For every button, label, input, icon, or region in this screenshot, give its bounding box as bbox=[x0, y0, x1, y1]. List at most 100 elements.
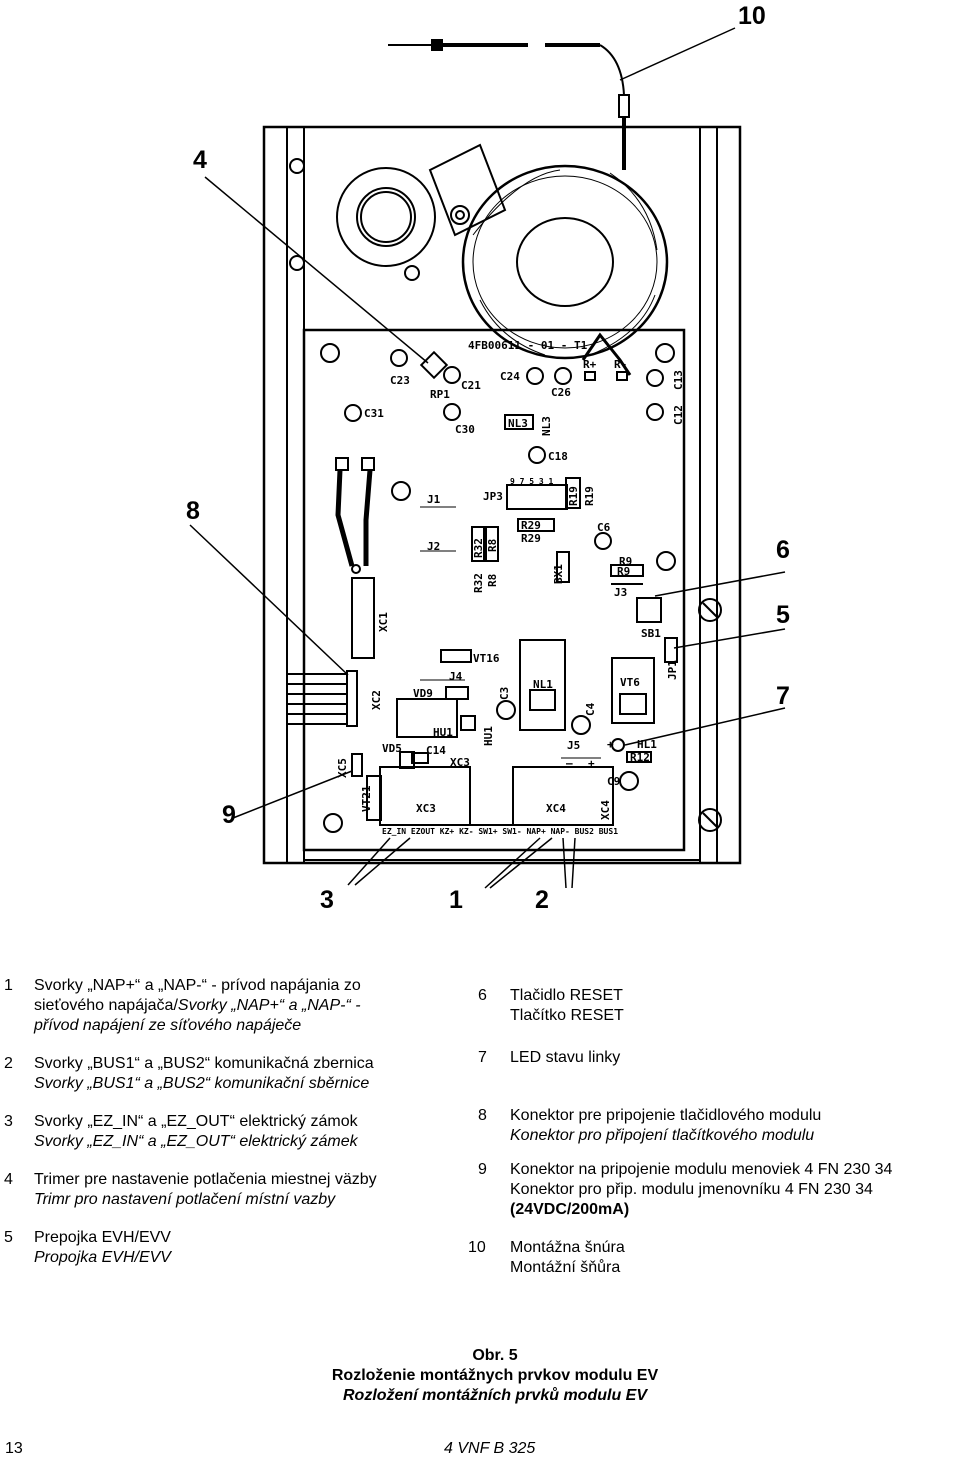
label-c9: C9 bbox=[607, 775, 620, 788]
label-xc5: XC5 bbox=[336, 758, 349, 778]
label-vd5: VD5 bbox=[382, 742, 402, 755]
legend-right: 6 Tlačidlo RESET Tlačítko RESET 7 LED st… bbox=[468, 986, 958, 1296]
label-r9: R9 bbox=[617, 565, 630, 578]
label-c26: C26 bbox=[551, 386, 571, 399]
legend-text-cz-cont: přívod napájení ze síťového napáječe bbox=[34, 1017, 302, 1034]
legend-num: 6 bbox=[478, 987, 487, 1004]
label-r-minus: R- bbox=[614, 358, 627, 371]
callouts: 10 4 8 6 5 7 9 3 1 2 bbox=[186, 2, 790, 914]
leader-lines bbox=[189, 27, 786, 889]
label-r19: R19 bbox=[583, 486, 596, 506]
legend-text-sk: Konektor na pripojenie modulu menoviek 4… bbox=[510, 1161, 893, 1178]
label-rp1: RP1 bbox=[430, 388, 450, 401]
label-xc2: XC2 bbox=[370, 690, 383, 710]
legend-text-sk-cont: sieťového napájača/ bbox=[34, 997, 178, 1014]
legend-num: 7 bbox=[478, 1049, 487, 1066]
label-r8-box: R8 bbox=[486, 539, 499, 552]
page-number: 13 bbox=[5, 1440, 23, 1457]
figure-number: Obr. 5 bbox=[472, 1347, 518, 1364]
label-c13: C13 bbox=[672, 370, 685, 390]
legend-num: 5 bbox=[4, 1229, 13, 1246]
callout-2: 2 bbox=[535, 886, 549, 914]
label-bx1: BX1 bbox=[552, 564, 565, 584]
callout-5: 5 bbox=[776, 601, 790, 629]
legend-num: 3 bbox=[4, 1113, 13, 1130]
legend-num: 10 bbox=[468, 1239, 486, 1256]
legend-text-cz: Svorky „BUS1“ a „BUS2“ komunikační sběrn… bbox=[34, 1075, 370, 1092]
label-c23: C23 bbox=[390, 374, 410, 387]
callout-7: 7 bbox=[776, 682, 790, 710]
legend-text-sk: Tlačidlo RESET bbox=[510, 987, 623, 1004]
legend-text-cz: Svorky „EZ_IN“ a „EZ_OUT“ elektrický zám… bbox=[34, 1133, 358, 1150]
legend-text-sk: Prepojka EVH/EVV bbox=[34, 1229, 171, 1246]
label-jp3: JP3 bbox=[483, 490, 503, 503]
legend-text-cz: Konektor pro přip. modulu jmenovníku 4 F… bbox=[510, 1181, 873, 1198]
pcb-labels: 4FB00611 - 01 - T1 C23 RP1 C21 C24 C26 R… bbox=[336, 339, 685, 836]
label-jp3-pins: 9 7 5 3 1 bbox=[510, 477, 554, 486]
legend-text-cz: Propojka EVH/EVV bbox=[34, 1249, 171, 1266]
label-hu1: HU1 bbox=[433, 726, 453, 739]
housing bbox=[262, 125, 742, 865]
label-c3: C3 bbox=[498, 687, 511, 700]
legend-num: 1 bbox=[4, 977, 13, 994]
label-r9-box: R9 bbox=[619, 555, 632, 568]
figure-caption: Obr. 5 Rozloženie montážnych prvkov modu… bbox=[0, 1346, 960, 1406]
terminal-labels: EZ_IN EZOUT KZ+ KZ- SW1+ SW1- NAP+ NAP- … bbox=[382, 827, 618, 836]
label-xc1: XC1 bbox=[377, 612, 390, 632]
legend-text-sk: Svorky „EZ_IN“ a „EZ_OUT“ elektrický zám… bbox=[34, 1113, 358, 1130]
label-xc3: XC3 bbox=[416, 802, 436, 815]
label-sb1: SB1 bbox=[641, 627, 661, 640]
legend-text-sk: Svorky „NAP+“ a „NAP-“ - prívod napájani… bbox=[34, 977, 361, 994]
label-nl3: NL3 bbox=[540, 416, 553, 436]
label-hl1-plus: + bbox=[607, 738, 614, 751]
label-hu1-vertical: HU1 bbox=[482, 726, 495, 746]
legend-text-sk: LED stavu linky bbox=[510, 1049, 621, 1066]
label-c12: C12 bbox=[672, 405, 685, 425]
label-c6: C6 bbox=[597, 521, 611, 534]
label-jp1: JP1 bbox=[666, 660, 679, 680]
label-c18: C18 bbox=[548, 450, 568, 463]
label-r12: R12 bbox=[630, 751, 650, 764]
label-c21: C21 bbox=[461, 379, 481, 392]
callout-10: 10 bbox=[738, 2, 766, 30]
board-id: 4FB00611 - 01 - T1 bbox=[468, 339, 588, 352]
legend-item-1: 1 Svorky „NAP+“ a „NAP-“ - prívod napája… bbox=[4, 976, 454, 1036]
label-r32: R32 bbox=[472, 573, 485, 593]
callout-6: 6 bbox=[776, 536, 790, 564]
legend-text-sk: Trimer pre nastavenie potlačenia miestne… bbox=[34, 1171, 377, 1188]
legend-item-10: 10 Montážna šnúra Montážní šňůra bbox=[468, 1238, 958, 1278]
legend-text-cz: Svorky „NAP+“ a „NAP-“ - bbox=[177, 997, 361, 1014]
legend-item-9: 9 Konektor na pripojenie modulu menoviek… bbox=[470, 1160, 958, 1220]
label-j1: J1 bbox=[427, 493, 441, 506]
legend-item-5: 5 Prepojka EVH/EVV Propojka EVH/EVV bbox=[4, 1228, 454, 1268]
legend-text-cz: Montážní šňůra bbox=[510, 1259, 621, 1276]
label-c14: C14 bbox=[426, 744, 446, 757]
legend-text-sk: Svorky „BUS1“ a „BUS2“ komunikačná zbern… bbox=[34, 1055, 374, 1072]
label-xc4-vertical: XC4 bbox=[599, 800, 612, 820]
label-j2: J2 bbox=[427, 540, 440, 553]
label-r19-box: R19 bbox=[567, 486, 580, 506]
label-hl1: HL1 bbox=[637, 738, 657, 751]
label-r-plus: R+ bbox=[583, 358, 597, 371]
speaker-assembly bbox=[289, 143, 669, 360]
legend-text-cz: Konektor pro připojení tlačítkového modu… bbox=[510, 1127, 815, 1144]
legend-num: 4 bbox=[4, 1171, 13, 1188]
label-vt21: VT21 bbox=[360, 785, 373, 812]
legend-text-rating: (24VDC/200mA) bbox=[510, 1201, 630, 1218]
callout-1: 1 bbox=[449, 886, 463, 914]
label-c4: C4 bbox=[584, 702, 597, 716]
legend-num: 9 bbox=[478, 1161, 487, 1178]
callout-3: 3 bbox=[320, 886, 334, 914]
label-nl1: NL1 bbox=[533, 678, 553, 691]
callout-8: 8 bbox=[186, 497, 200, 525]
label-j3: J3 bbox=[614, 586, 627, 599]
label-vd9: VD9 bbox=[413, 687, 433, 700]
caption-sk: Rozloženie montážnych prvkov modulu EV bbox=[331, 1367, 659, 1384]
legend-item-7: 7 LED stavu linky bbox=[470, 1048, 958, 1068]
callout-9: 9 bbox=[222, 801, 236, 829]
label-xc3-top: XC3 bbox=[450, 756, 470, 769]
label-vt16: VT16 bbox=[473, 652, 500, 665]
legend-num: 8 bbox=[478, 1107, 487, 1124]
legend-text-sk: Konektor pre pripojenie tlačidlového mod… bbox=[510, 1107, 822, 1124]
assembly-diagram: 10 4 8 6 5 7 9 3 1 2 4FB00611 - 01 - T1 … bbox=[186, 2, 790, 914]
